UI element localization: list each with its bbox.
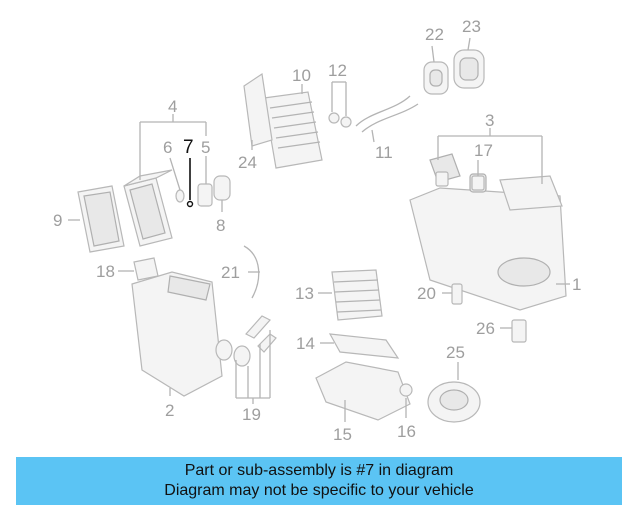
part-4-heater-core <box>123 169 173 247</box>
part-22-23-gaskets <box>423 49 485 95</box>
part-19-seals <box>215 315 277 367</box>
part-15-tray <box>315 361 411 421</box>
callout-1: 1 <box>572 275 581 294</box>
callout-24: 24 <box>238 153 257 172</box>
callout-2: 2 <box>165 401 174 420</box>
part-10-evaporator <box>243 72 323 169</box>
part-21-hose <box>243 245 260 299</box>
callout-12: 12 <box>328 61 347 80</box>
callout-15: 15 <box>333 425 352 444</box>
callout-6: 6 <box>163 138 172 157</box>
banner-line-part: Part or sub-assembly is #7 in diagram <box>184 462 454 479</box>
part-12-caps <box>328 112 352 128</box>
leader-lines <box>68 37 570 422</box>
callout-7-highlight: 7 <box>183 137 194 208</box>
callout-5: 5 <box>201 138 210 157</box>
info-banner: Part or sub-assembly is #7 in diagram Di… <box>16 457 622 505</box>
callout-22: 22 <box>425 25 444 44</box>
callout-21: 21 <box>221 263 240 282</box>
callout-3: 3 <box>485 111 494 130</box>
part-1-housing <box>409 153 567 311</box>
callout-18: 18 <box>96 262 115 281</box>
callout-16: 16 <box>397 422 416 441</box>
parts-diagram: 7 1 2 3 4 5 6 8 9 10 11 12 13 14 15 16 1… <box>53 17 581 444</box>
callout-17: 17 <box>474 141 493 160</box>
callout-8: 8 <box>216 216 225 235</box>
callout-13: 13 <box>295 284 314 303</box>
callout-4: 4 <box>168 97 177 116</box>
callout-9: 9 <box>53 211 62 230</box>
callout-numbers: 1 2 3 4 5 6 8 9 10 11 12 13 14 15 16 17 … <box>53 17 581 444</box>
callout-14: 14 <box>296 334 315 353</box>
part-9-filter-frame <box>77 185 125 253</box>
part-11-pipes <box>355 95 419 133</box>
callout-23: 23 <box>462 17 481 36</box>
callout-20: 20 <box>417 284 436 303</box>
callout-10: 10 <box>292 66 311 85</box>
callout-25: 25 <box>446 343 465 362</box>
part-25-blower <box>427 381 481 423</box>
callout-26: 26 <box>476 319 495 338</box>
part-2-lower-housing <box>131 257 223 397</box>
callout-19: 19 <box>242 405 261 424</box>
callout-7: 7 <box>183 137 194 158</box>
part-14-bracket <box>328 333 400 359</box>
banner-line-disclaimer: Diagram may not be specific to your vehi… <box>164 482 474 499</box>
part-13-filter <box>331 269 383 321</box>
callout-11: 11 <box>375 143 393 162</box>
